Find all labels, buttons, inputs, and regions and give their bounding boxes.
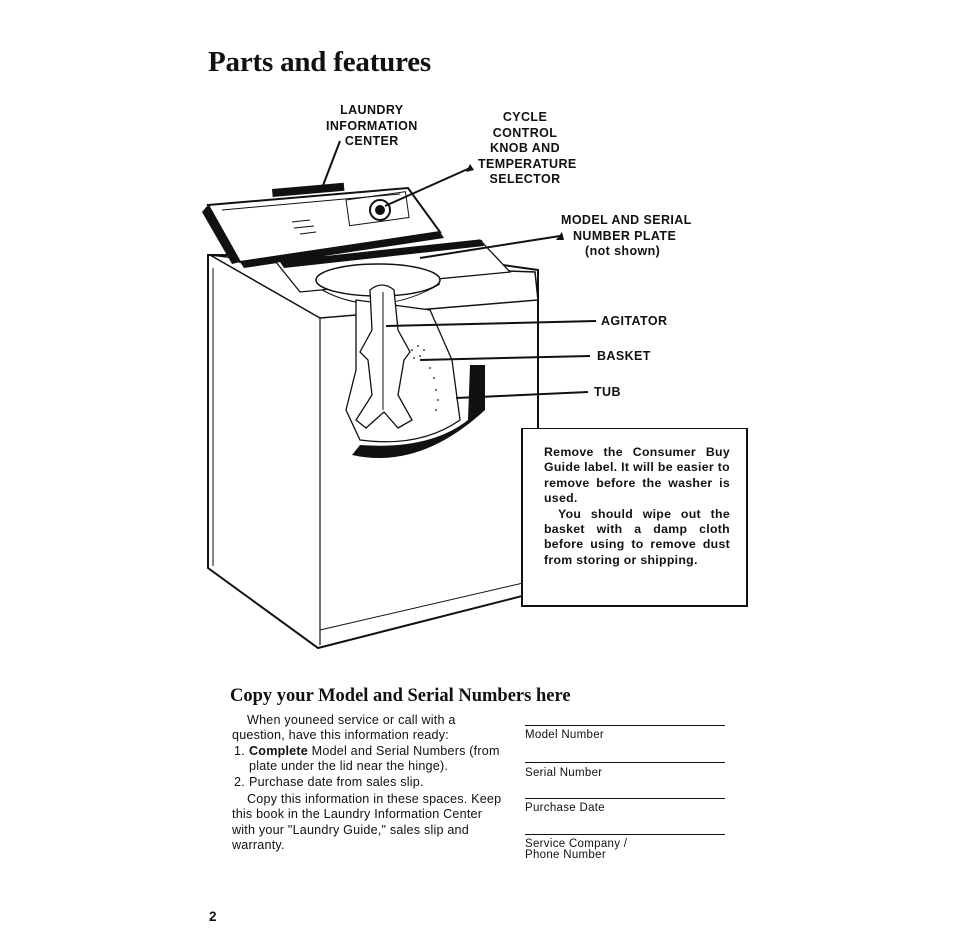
callout-line: INFORMATION xyxy=(326,118,418,133)
note-lead: Remove xyxy=(544,445,594,459)
instructions-list: 1. Complete Model and Serial Numbers (fro… xyxy=(232,744,508,790)
note-paragraph-1-rest: the Consumer Buy Guide label. It will be… xyxy=(544,445,730,506)
note-paragraph-2: You should wipe out the basket with a da… xyxy=(544,506,730,567)
leader-cycle-control xyxy=(384,167,471,207)
serial-number-field[interactable]: Serial Number xyxy=(525,762,725,780)
field-line xyxy=(525,762,725,763)
agitator-shape xyxy=(355,284,413,429)
callout-line: LAUNDRY xyxy=(340,103,404,117)
callout-tub: TUB xyxy=(594,385,621,399)
callout-line: TEMPERATURE xyxy=(478,156,577,171)
leader-basket xyxy=(419,355,591,361)
step2-text: Purchase date from sales slip. xyxy=(249,774,424,789)
callout-line: (not shown) xyxy=(585,244,661,258)
field-label: Service Company / Phone Number xyxy=(525,838,628,861)
field-label: Model Number xyxy=(525,729,605,741)
field-label: Serial Number xyxy=(525,767,603,779)
callout-line: CONTROL xyxy=(492,125,558,140)
instructions-intro: When youneed service or call with a ques… xyxy=(232,713,456,743)
callout-basket: BASKET xyxy=(597,349,651,363)
field-line xyxy=(525,834,725,835)
list-number: 2. xyxy=(234,774,245,789)
leader-laundry-center xyxy=(321,140,341,189)
section-heading: Copy your Model and Serial Numbers here xyxy=(230,686,571,706)
callout-cycle-control: CYCLE CONTROL KNOB AND TEMPERATURE SELEC… xyxy=(478,110,577,188)
callout-line: CYCLE xyxy=(502,110,548,124)
callout-line: SELECTOR xyxy=(489,172,561,186)
leader-agitator xyxy=(385,320,597,327)
callout-laundry-center: LAUNDRY INFORMATION CENTER xyxy=(326,103,418,150)
instructions: When youneed service or call with a ques… xyxy=(232,713,508,854)
service-company-field[interactable]: Service Company / Phone Number xyxy=(525,834,725,861)
note-text: Remove the Consumer Buy Guide label. It … xyxy=(544,445,730,568)
step1-text: Model and Serial Numbers (from plate und… xyxy=(249,743,500,774)
callout-agitator: AGITATOR xyxy=(601,314,668,328)
tub-cutaway xyxy=(352,365,485,458)
page-number: 2 xyxy=(209,909,217,924)
page-title: Parts and features xyxy=(208,46,432,78)
field-label: Purchase Date xyxy=(525,802,605,814)
list-item: 2. Purchase date from sales slip. xyxy=(232,775,508,790)
leader-tub xyxy=(455,391,589,399)
list-item: 1. Complete Model and Serial Numbers (fro… xyxy=(232,744,508,775)
field-line xyxy=(525,725,725,726)
callout-model-plate: MODEL AND SERIAL NUMBER PLATE (not shown… xyxy=(561,213,692,260)
leader-model-plate xyxy=(419,235,561,259)
callout-line: NUMBER PLATE xyxy=(573,228,677,243)
note-paragraph-1: Remove the Consumer Buy Guide label. It … xyxy=(544,445,730,507)
note-box: Remove the Consumer Buy Guide label. It … xyxy=(521,428,748,607)
instructions-outro: Copy this information in these spaces. K… xyxy=(232,792,502,853)
callout-line: KNOB AND xyxy=(489,141,561,155)
step1-lead: Complete xyxy=(249,743,308,758)
field-line xyxy=(525,798,725,799)
callout-line: MODEL AND SERIAL xyxy=(561,213,692,227)
purchase-date-field[interactable]: Purchase Date xyxy=(525,798,725,815)
callout-line: CENTER xyxy=(344,134,399,148)
list-number: 1. xyxy=(234,743,245,758)
model-number-field[interactable]: Model Number xyxy=(525,725,725,742)
